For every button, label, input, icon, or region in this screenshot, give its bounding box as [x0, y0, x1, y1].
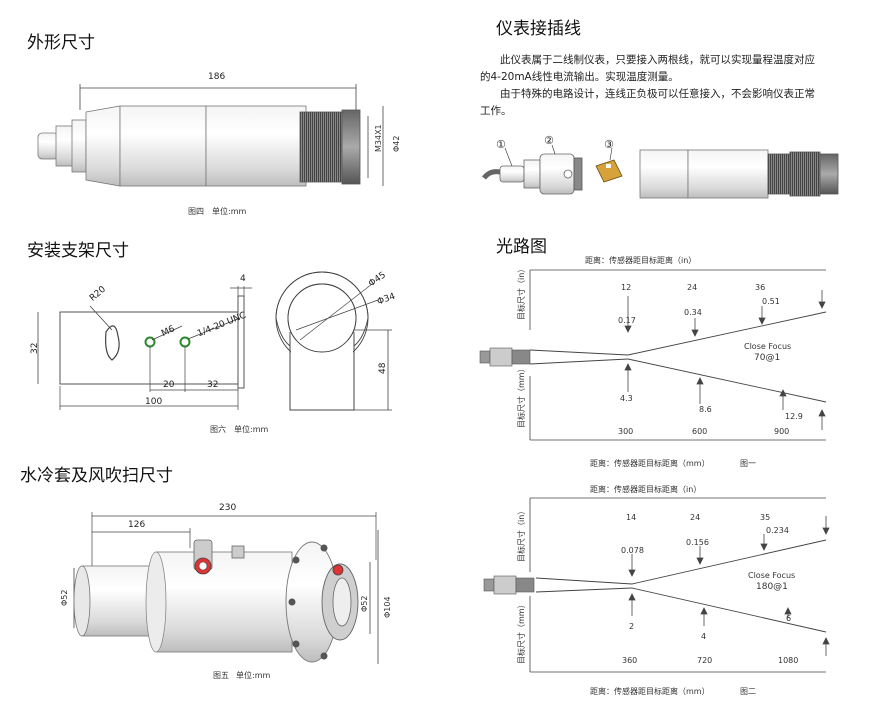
heading-optics: 光路图	[496, 237, 547, 257]
chart2-y-top: 目标尺寸（in）	[517, 506, 526, 562]
dim-32: 32	[207, 380, 219, 390]
chart2-dist-in-3: 35	[760, 513, 771, 522]
chart1-top-axis: 距离：传感器距目标距离（in）	[585, 256, 697, 265]
dim-dia-42: Φ42	[392, 135, 401, 152]
chart2-size-mm-2: 4	[701, 632, 707, 641]
chart2-dist-mm-1: 360	[622, 656, 638, 665]
chart1-size-in-2: 0.34	[684, 308, 702, 317]
chart2-size-mm-3: 6	[786, 614, 792, 623]
wiring-label-1: ①	[496, 138, 506, 151]
chart1-size-in-3: 0.51	[762, 297, 780, 306]
chart2-dist-mm-3: 1080	[778, 656, 799, 665]
chart1-y-top: 目标尺寸（in）	[517, 264, 526, 320]
caption-fig6: 图六	[210, 425, 226, 434]
caption-fig5-unit: 单位:mm	[236, 671, 271, 680]
caption-fig5: 图五	[213, 671, 229, 680]
wiring-para1-line2: 的4-20mA线性电流输出。实现温度测量。	[480, 71, 679, 83]
wiring-para1-line1: 此仪表属于二线制仪表，只要接入两根线，就可以实现量程温度对应	[500, 54, 815, 66]
dim-phi34: Φ34	[376, 291, 397, 308]
caption-fig4-unit: 单位:mm	[212, 207, 247, 216]
wiring-para2-line2: 工作。	[480, 105, 512, 117]
chart1-dist-in-3: 36	[755, 283, 766, 292]
chart2-dist-in-1: 14	[626, 513, 637, 522]
chart2-size-mm-1: 2	[629, 622, 635, 631]
chart2-dist-in-2: 24	[690, 513, 701, 522]
heading-outline: 外形尺寸	[27, 33, 95, 53]
chart1-dist-in-1: 12	[621, 283, 632, 292]
chart1-size-mm-1: 4.3	[620, 394, 633, 403]
chart2-ratio: 180@1	[756, 582, 788, 592]
dim-phi104: Φ104	[383, 596, 392, 618]
dim-100: 100	[145, 397, 163, 407]
chart1-ratio: 70@1	[754, 353, 781, 363]
dim-unc: 1/4-20 UNC	[196, 310, 248, 340]
dim-phi52-rear: Φ52	[60, 589, 69, 606]
dim-thread: M34X1	[374, 124, 383, 152]
dim-phi52-front: Φ52	[360, 595, 369, 612]
chart1-caption: 图一	[740, 459, 756, 468]
chart1-dist-mm-2: 600	[692, 427, 708, 436]
caption-fig4: 图四	[188, 207, 204, 216]
caption-fig6-unit: 单位:mm	[234, 425, 269, 434]
heading-wiring: 仪表接插线	[496, 19, 581, 39]
wiring-label-3: ③	[604, 138, 614, 151]
chart2-top-axis: 距离：传感器距目标距离（in）	[590, 485, 702, 494]
dim-126: 126	[128, 520, 146, 530]
chart2-focus: Close Focus	[748, 571, 796, 580]
dim-4: 4	[240, 274, 246, 284]
heading-cooling: 水冷套及风吹扫尺寸	[20, 466, 173, 486]
dim-48: 48	[378, 362, 388, 374]
dim-r20: R20	[88, 284, 109, 304]
dim-20: 20	[163, 380, 175, 390]
dim-m6: M6	[160, 324, 177, 340]
dim-h32: 32	[30, 342, 40, 354]
heading-bracket: 安装支架尺寸	[27, 241, 129, 261]
chart1-dist-mm-1: 300	[618, 427, 634, 436]
dim-length-186: 186	[208, 72, 226, 82]
chart1-dist-mm-3: 900	[774, 427, 790, 436]
chart2-bottom-axis: 距离：传感器距目标距离（mm）	[590, 687, 710, 696]
chart2-y-bottom: 目标尺寸（mm）	[517, 600, 526, 664]
chart2-caption: 图二	[740, 687, 756, 696]
chart2-size-in-1: 0.078	[621, 546, 644, 555]
chart1-y-bottom: 目标尺寸（mm）	[517, 364, 526, 428]
dim-phi45: Φ45	[367, 270, 388, 290]
chart1-size-in-1: 0.17	[618, 316, 636, 325]
chart1-bottom-axis: 距离：传感器距目标距离（mm）	[590, 459, 710, 468]
chart1-focus: Close Focus	[744, 342, 792, 351]
chart2-size-in-2: 0.156	[686, 538, 709, 547]
wiring-label-2: ②	[544, 134, 554, 147]
dim-230: 230	[219, 503, 237, 513]
chart2-size-in-3: 0.234	[766, 526, 789, 535]
chart2-dist-mm-2: 720	[697, 656, 713, 665]
wiring-para2-line1: 由于特殊的电路设计，连线正负极可以任意接入，不会影响仪表正常	[500, 88, 815, 100]
chart1-size-mm-2: 8.6	[699, 405, 712, 414]
chart1-dist-in-2: 24	[687, 283, 698, 292]
chart1-size-mm-3: 12.9	[785, 412, 803, 421]
